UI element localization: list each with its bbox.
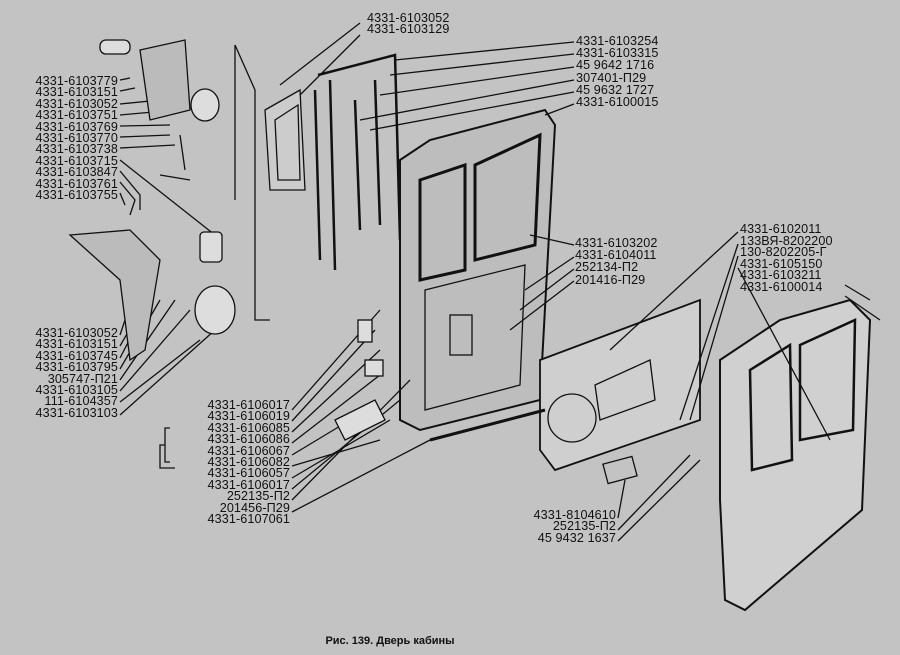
part-label: 4331-6103745 [35, 348, 118, 363]
labels-top-center: 4331-6103052 4331-6103129 [367, 11, 450, 37]
part-label: 4331-6103769 [35, 119, 118, 134]
part-label: 4331-6100014 [740, 279, 823, 294]
part-label: 4331-6103129 [367, 22, 450, 37]
part-label: 4331-6103103 [35, 405, 118, 420]
part-label: 4331-6104011 [575, 248, 657, 263]
part-label: 4331-6103151 [35, 337, 118, 352]
part-label: 45 9642 1716 [576, 58, 655, 73]
part-label: 201456-П29 [219, 500, 290, 515]
part-label: 4331-6103738 [35, 142, 118, 157]
part-label: 201416-П29 [575, 272, 646, 287]
part-label: 111-6104357 [44, 394, 118, 409]
part-label: 4331-8104610 [533, 508, 616, 522]
part-label: 4331-6105150 [740, 256, 823, 271]
labels-right-middle: 4331-6103202 4331-6104011 252134-П2 2014… [575, 237, 657, 286]
part-label: 307401-П29 [576, 70, 647, 85]
labels-middle-lower: 4331-6106017 4331-6106019 4331-6106085 4… [150, 398, 290, 527]
part-label: 252135-П2 [552, 519, 616, 534]
part-label: 4331-6107061 [207, 512, 290, 527]
part-label: 4331-6100015 [576, 95, 659, 110]
part-label: 133ВЯ-8202200 [740, 233, 833, 248]
part-label: 4331-6103052 [35, 96, 118, 111]
part-label: 45 9632 1727 [576, 82, 655, 97]
labels-right-upper: 4331-6103254 4331-6103315 45 9642 1716 3… [576, 34, 659, 110]
labels-left-upper: 4331-6103779 4331-6103151 4331-6103052 4… [0, 74, 118, 203]
part-label: 4331-6106085 [207, 420, 290, 435]
part-label: 4331-6106067 [207, 443, 290, 458]
part-label: 4331-6103755 [35, 188, 118, 203]
part-label: 4331-6106017 [207, 398, 290, 412]
figure-caption: Рис. 139. Дверь кабины [325, 635, 455, 647]
part-label: 4331-6103202 [575, 236, 658, 250]
part-label: 4331-6106057 [207, 466, 290, 481]
part-label: 4331-6106086 [207, 432, 290, 447]
part-label: 4331-6103715 [35, 153, 118, 168]
part-label: 4331-6103151 [35, 85, 118, 100]
part-label: 4331-6103052 [367, 11, 450, 25]
part-label: 4331-6103779 [35, 74, 118, 88]
part-label: 4331-6103105 [35, 383, 118, 398]
labels-bottom: 4331-8104610 252135-П2 45 9432 1637 [480, 508, 616, 545]
part-label: 45 9432 1637 [537, 530, 616, 545]
part-label: 4331-6103761 [35, 176, 118, 191]
part-label: 4331-6106082 [207, 455, 290, 470]
labels-left-lower: 4331-6103052 4331-6103151 4331-6103745 4… [0, 326, 118, 420]
part-label: 4331-6103847 [35, 165, 118, 180]
part-label: 4331-6102011 [740, 222, 822, 236]
part-label: 4331-6103770 [35, 131, 118, 146]
part-label: 305747-П21 [47, 371, 118, 386]
part-label: 252134-П2 [575, 260, 639, 275]
part-label: 130-8202205-Г [740, 245, 827, 260]
part-label: 4331-6103795 [35, 360, 118, 375]
part-label: 4331-6106019 [207, 409, 290, 424]
part-label: 4331-6103052 [35, 326, 118, 340]
part-label: 4331-6106017 [207, 477, 290, 492]
part-label: 4331-6103751 [35, 108, 118, 123]
part-label: 252135-П2 [226, 489, 290, 504]
part-label: 4331-6103211 [740, 268, 822, 283]
part-label: 4331-6103315 [576, 46, 659, 61]
part-label: 4331-6103254 [576, 34, 659, 48]
labels-far-right: 4331-6102011 133ВЯ-8202200 130-8202205-Г… [740, 222, 833, 294]
